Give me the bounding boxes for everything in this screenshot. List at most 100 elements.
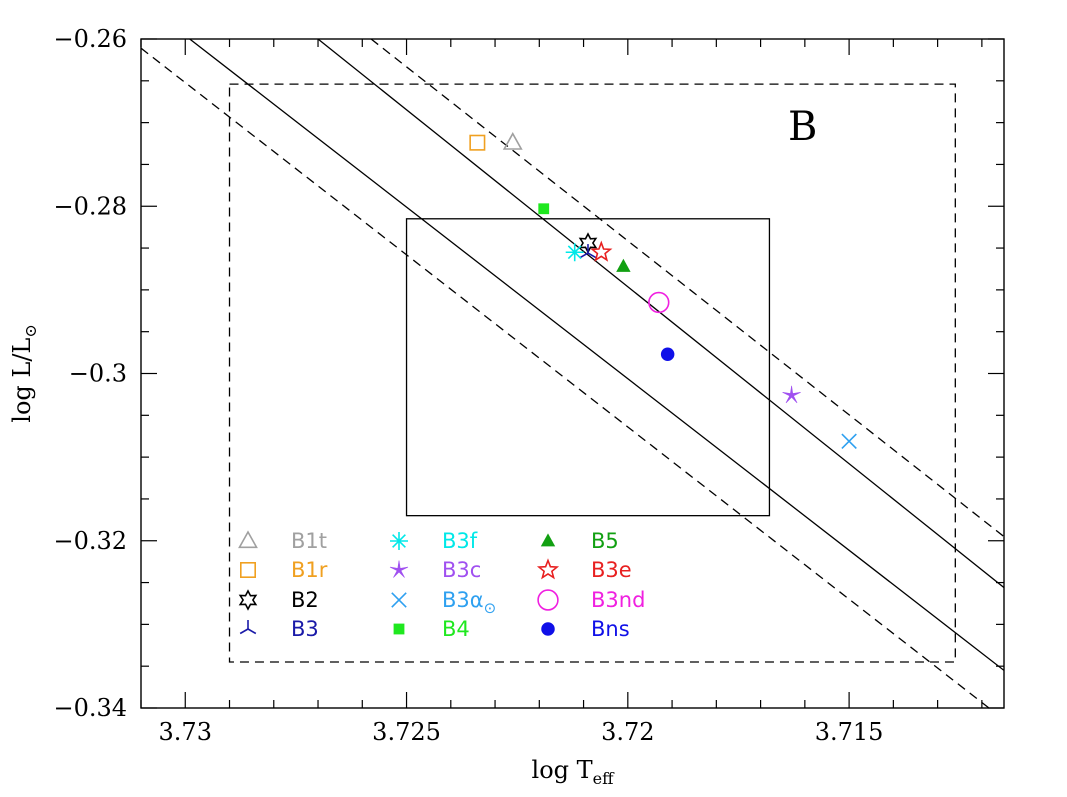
axis-ticks: 3.73 3.725 3.72 3.715 −0.26 −0.28 −0.3 −0.32 −0.… [53,25,1004,746]
point-bns [660,347,675,362]
y-axis-title-subscript: ⊙ [21,324,40,337]
legend-item-b3: B3α⊙ [391,588,496,617]
y-axis-title-main: log L/L [8,338,36,423]
legend-marker-stroke [239,628,249,635]
reference-line-1 [189,39,1004,671]
legend-marker [238,589,258,611]
legend-marker-stroke [247,628,257,635]
legend-label: B4 [442,617,470,641]
x-tick-label: 3.72 [601,718,654,746]
legend-item-b1r: B1r [240,558,328,582]
legend-marker-shape [393,623,405,635]
legend-item-b3c: B3c [389,558,481,582]
point-b3e-shape [590,240,613,262]
legend-label: B1t [291,529,327,553]
data-points [469,132,857,450]
x-tick-label: 3.715 [815,718,884,746]
plot-frame [140,38,1005,709]
legend-item-b3e: B3e [536,558,632,582]
point-b1r-shape [469,134,486,151]
legend-label: B3c [442,558,481,582]
point-b1t-shape [502,132,523,150]
reference-line-3 [141,47,991,708]
legend-marker-stroke [391,592,407,608]
legend-marker-shape [240,561,257,578]
legend-label: B3nd [591,588,645,612]
x-tick-label: 3.73 [159,718,212,746]
legend-marker [239,620,257,635]
point-b3-stroke [587,252,597,259]
point-b3c-shape [782,385,801,404]
legend-marker [389,560,409,578]
y-tick-label: −0.26 [53,25,127,53]
point-b3-stroke [579,252,589,259]
x-axis-title: log Teff [532,756,616,788]
point-b4 [538,203,550,215]
legend-label: B5 [591,529,619,553]
point-b1t [502,132,523,150]
y-tick-label: −0.34 [53,694,127,722]
point-b3e [590,240,613,262]
point-b1r [469,134,486,151]
legend-marker-shape [536,558,560,580]
solid-box [405,218,771,517]
point-b4-shape [538,203,550,215]
legend-marker-shape [238,589,258,611]
panel-label: B [788,104,817,150]
legend-marker-shape [238,530,258,549]
reference-line-4 [370,39,1004,538]
legend-label: B3e [591,558,632,582]
legend-label: B1r [291,558,328,582]
point-b3f-stroke [567,245,582,260]
x-tick-label: 3.725 [372,718,441,746]
point-b3 [841,433,857,450]
legend-marker-shape [540,533,556,547]
legend-item-b4: B4 [393,617,470,641]
legend-marker [393,623,405,635]
legend-label: B3f [442,529,478,553]
legend-marker [536,558,560,580]
legend-marker [390,532,408,550]
legend-label: B3 [291,617,319,641]
point-b3c [782,385,801,404]
legend-marker [238,530,258,549]
legend-item-b2: B2 [238,588,319,612]
region-boxes [228,83,956,663]
legend-marker [540,533,556,547]
reference-line-2 [317,39,1004,589]
legend-marker-shape [389,560,409,578]
y-tick-label: −0.3 [69,360,127,388]
x-axis-title-subscript: eff [593,769,615,788]
legend-item-b3f: B3f [390,529,478,553]
dashed-box [228,83,956,663]
point-b5 [616,258,631,272]
legend-label: B3α⊙ [442,588,496,617]
legend-item-b1t: B1t [238,529,327,553]
legend-marker-shape [537,589,559,611]
legend-label: B2 [291,588,319,612]
point-b3 [579,244,597,259]
legend-item-bns: Bns [541,617,630,641]
point-bns-shape [660,347,675,362]
legend-marker [537,589,559,611]
legend-marker-stroke [392,534,406,548]
legend-item-b5: B5 [540,529,619,553]
point-b5-shape [616,258,631,272]
point-b3nd [648,291,670,314]
point-b3-stroke [841,433,857,450]
legend-marker [240,561,257,578]
y-tick-label: −0.32 [53,527,127,555]
point-b3f [565,243,584,262]
legend-marker-shape [541,622,555,636]
y-tick-label: −0.28 [53,192,127,220]
reference-lines [141,39,1004,708]
x-axis-title-main: log T [532,756,593,784]
legend-label: Bns [591,617,630,641]
legend-item-b3nd: B3nd [537,588,645,612]
legend-marker [391,592,407,608]
legend-item-b3: B3 [239,617,319,641]
point-b3nd-shape [648,291,670,314]
y-axis-title: log L/L⊙ [8,324,40,422]
